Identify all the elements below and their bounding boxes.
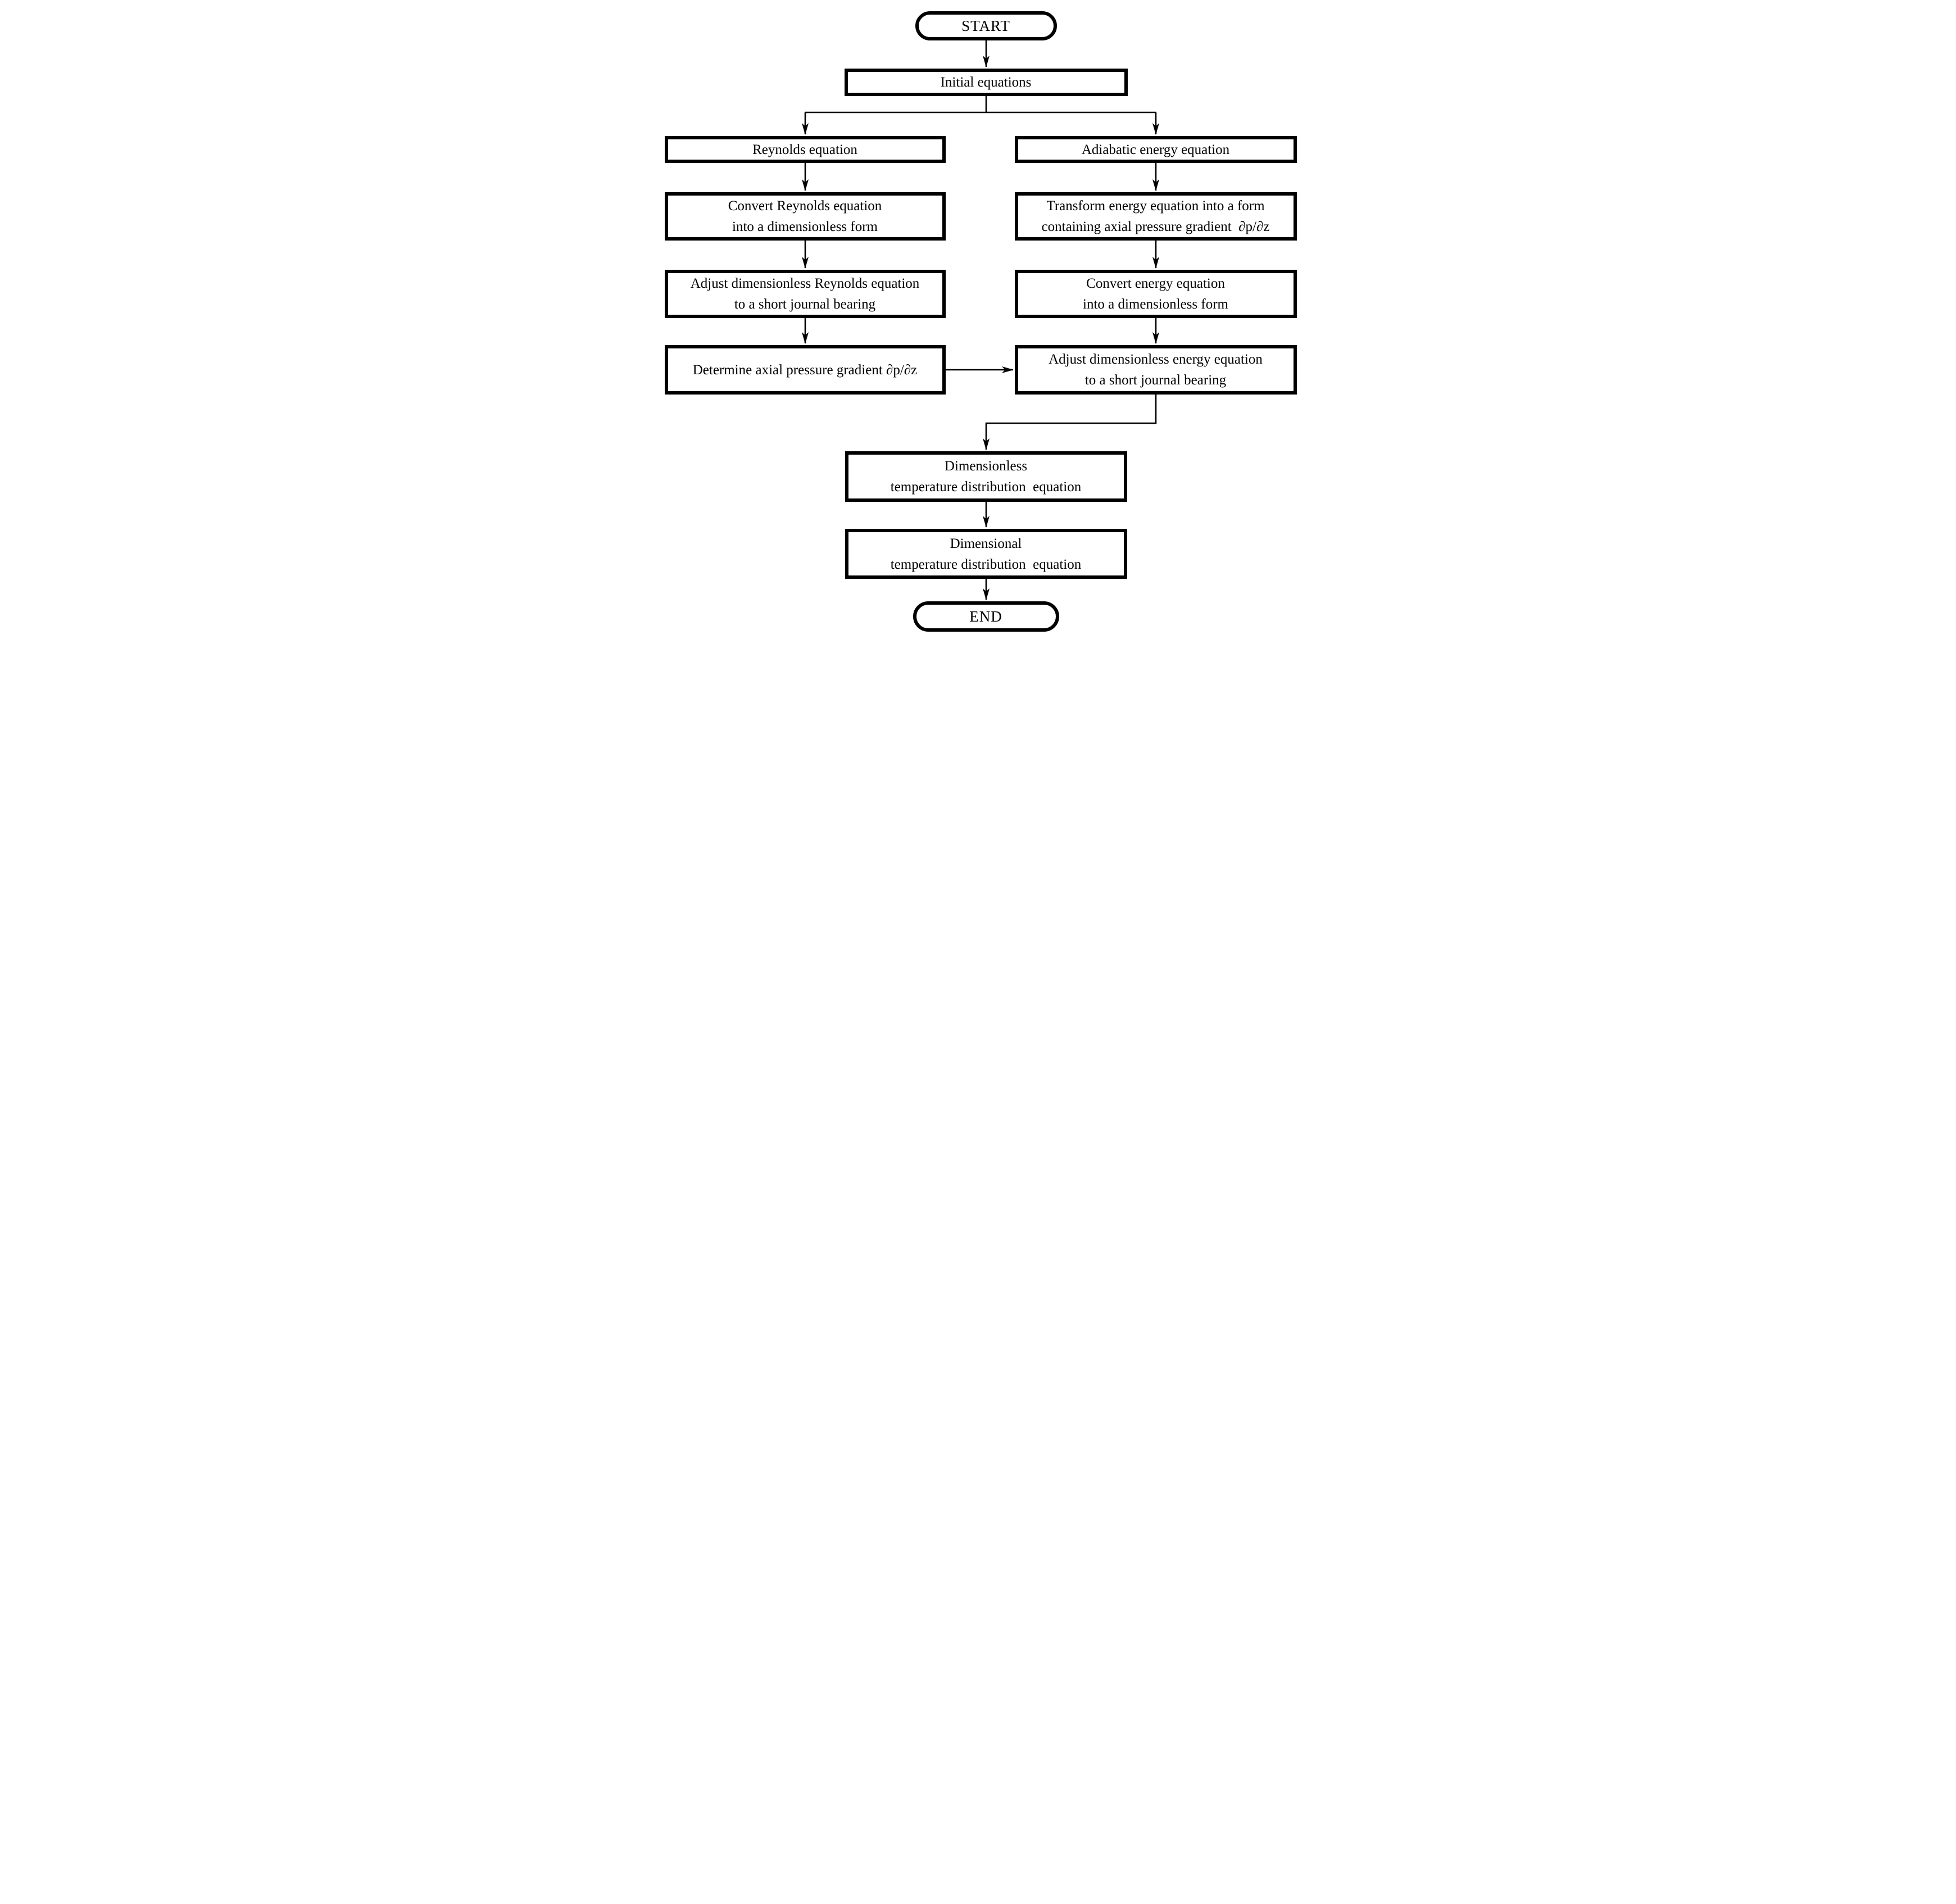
transform-energy-line1: Transform energy equation into a form	[1046, 198, 1265, 214]
end-terminator: END	[913, 601, 1059, 632]
convert-reynolds-box: Convert Reynolds equation into a dimensi…	[664, 192, 946, 241]
convert-energy-line1: Convert energy equation	[1086, 276, 1225, 291]
adjust-reynolds-box: Adjust dimensionless Reynolds equation t…	[664, 270, 946, 318]
adiabatic-energy-equation-box: Adiabatic energy equation	[1014, 136, 1297, 163]
reynolds-equation-label: Reynolds equation	[752, 142, 857, 157]
connector-layer	[801, 40, 1159, 600]
dimensional-temperature-box: Dimensional temperature distribution equ…	[845, 529, 1127, 579]
convert-energy-line2: into a dimensionless form	[1083, 297, 1228, 312]
convert-reynolds-line2: into a dimensionless form	[732, 219, 878, 234]
adjust-reynolds-line1: Adjust dimensionless Reynolds equation	[690, 276, 920, 291]
start-terminator: START	[915, 11, 1057, 40]
start-label: START	[961, 17, 1010, 34]
dimensional-temperature-line2: temperature distribution equation	[890, 556, 1082, 572]
initial-equations-label: Initial equations	[940, 75, 1032, 90]
dimensional-temperature-line1: Dimensional	[950, 536, 1022, 551]
adiabatic-energy-equation-label: Adiabatic energy equation	[1081, 142, 1230, 157]
dimensionless-temperature-line1: Dimensionless	[944, 459, 1028, 474]
dimensionless-temperature-box: Dimensionless temperature distribution e…	[845, 451, 1127, 502]
adjust-energy-line1: Adjust dimensionless energy equation	[1049, 352, 1263, 367]
adjust-reynolds-line2: to a short journal bearing	[734, 297, 876, 312]
transform-energy-box: Transform energy equation into a form co…	[1014, 192, 1297, 241]
transform-energy-line2: containing axial pressure gradient ∂p/∂z	[1041, 219, 1270, 234]
determine-gradient-box: Determine axial pressure gradient ∂p/∂z	[664, 345, 946, 395]
convert-energy-box: Convert energy equation into a dimension…	[1014, 270, 1297, 318]
dimensionless-temperature-line2: temperature distribution equation	[890, 479, 1082, 495]
initial-equations-box: Initial equations	[844, 69, 1128, 96]
convert-reynolds-line1: Convert Reynolds equation	[728, 198, 882, 214]
flowchart-canvas: START Initial equations Reynolds equatio…	[652, 0, 1304, 635]
determine-gradient-label: Determine axial pressure gradient ∂p/∂z	[692, 362, 918, 378]
end-label: END	[969, 608, 1002, 625]
reynolds-equation-box: Reynolds equation	[664, 136, 946, 163]
adjust-energy-line2: to a short journal bearing	[1084, 373, 1227, 388]
elbow-adjust-energy-to-dimensionless	[982, 395, 1156, 450]
adjust-energy-box: Adjust dimensionless energy equation to …	[1014, 345, 1297, 395]
